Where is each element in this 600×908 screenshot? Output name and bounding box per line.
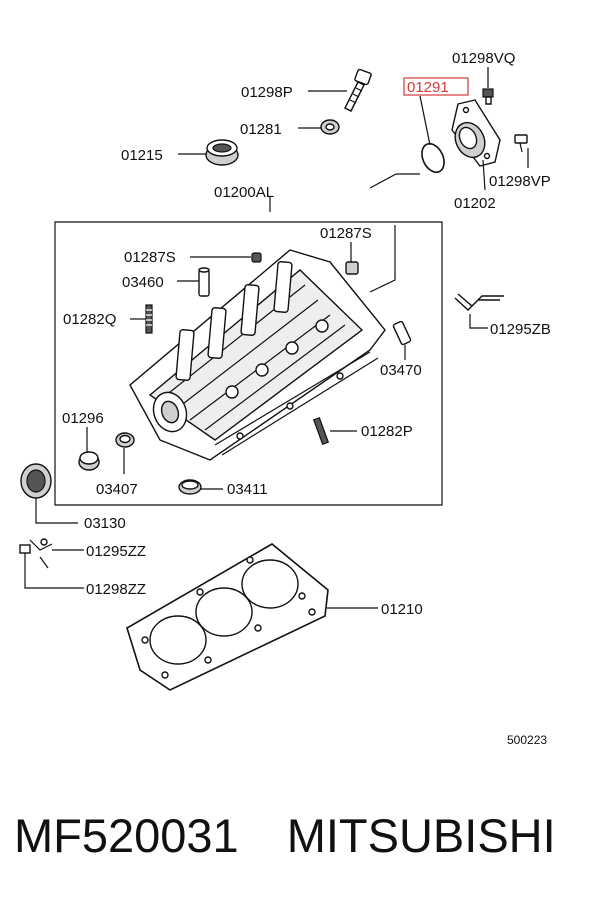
label-01295ZZ[interactable]: 01295ZZ [86,543,146,560]
callout-labels: 01298VQ 01298P 01291 01281 01215 01298VP… [62,50,551,747]
cover-plate-01202[interactable] [450,99,501,167]
label-01287S-right[interactable]: 01287S [320,225,372,242]
bolt-01298P[interactable] [344,68,372,112]
label-03130[interactable]: 03130 [84,515,126,532]
seal-03407[interactable] [115,432,135,448]
cylinder-head-01200AL[interactable] [129,225,396,461]
label-01295ZB[interactable]: 01295ZB [490,321,551,338]
label-01210[interactable]: 01210 [381,601,423,618]
label-01202[interactable]: 01202 [454,195,496,212]
diagram-number: 500223 [507,733,547,747]
highlight-box-01291 [403,77,469,96]
part-number: MF520031 [14,809,239,862]
brand-name: MITSUBISHI [286,809,556,862]
stud-01282Q[interactable] [145,304,153,334]
head-gasket-01210[interactable] [126,543,329,691]
footer-caption: MF520031 MITSUBISHI [14,808,594,868]
plug-01296[interactable] [78,451,100,471]
label-01215[interactable]: 01215 [121,147,163,164]
label-01200AL[interactable]: 01200AL [214,184,274,201]
label-03407[interactable]: 03407 [96,481,138,498]
label-01281[interactable]: 01281 [240,121,282,138]
label-03470[interactable]: 03470 [380,362,422,379]
label-01291[interactable]: 01291 [407,79,449,96]
label-01298P[interactable]: 01298P [241,84,293,101]
bolt-01298VQ[interactable] [482,88,494,105]
cap-01287S-right[interactable] [345,261,359,275]
label-01282P[interactable]: 01282P [361,423,413,440]
washer-01281[interactable] [320,119,340,135]
sleeve-03470[interactable] [392,320,412,346]
label-01282Q[interactable]: 01282Q [63,311,116,328]
label-01287S-left[interactable]: 01287S [124,249,176,266]
label-03411[interactable]: 03411 [227,481,268,498]
oil-seal-03130[interactable] [20,463,52,499]
label-03460[interactable]: 03460 [122,274,164,291]
assembly-frame [54,197,443,506]
seal-01215[interactable] [205,139,239,166]
label-01298VQ[interactable]: 01298VQ [452,50,515,67]
label-01298ZZ[interactable]: 01298ZZ [86,581,146,598]
label-01298VP[interactable]: 01298VP [489,173,551,190]
stud-01282P[interactable] [312,416,330,446]
bolt-01298VP[interactable] [514,134,528,153]
bolt-01298ZZ[interactable] [19,544,49,572]
label-01296[interactable]: 01296 [62,410,104,427]
seal-03411[interactable] [178,479,202,495]
cap-01287S-left[interactable] [251,252,262,263]
pin-03460[interactable] [198,267,210,297]
leader-lines [24,67,529,609]
bracket-01295ZZ[interactable] [29,538,53,551]
bracket-01295ZB[interactable] [454,293,504,311]
o-ring-01291[interactable] [418,140,449,176]
